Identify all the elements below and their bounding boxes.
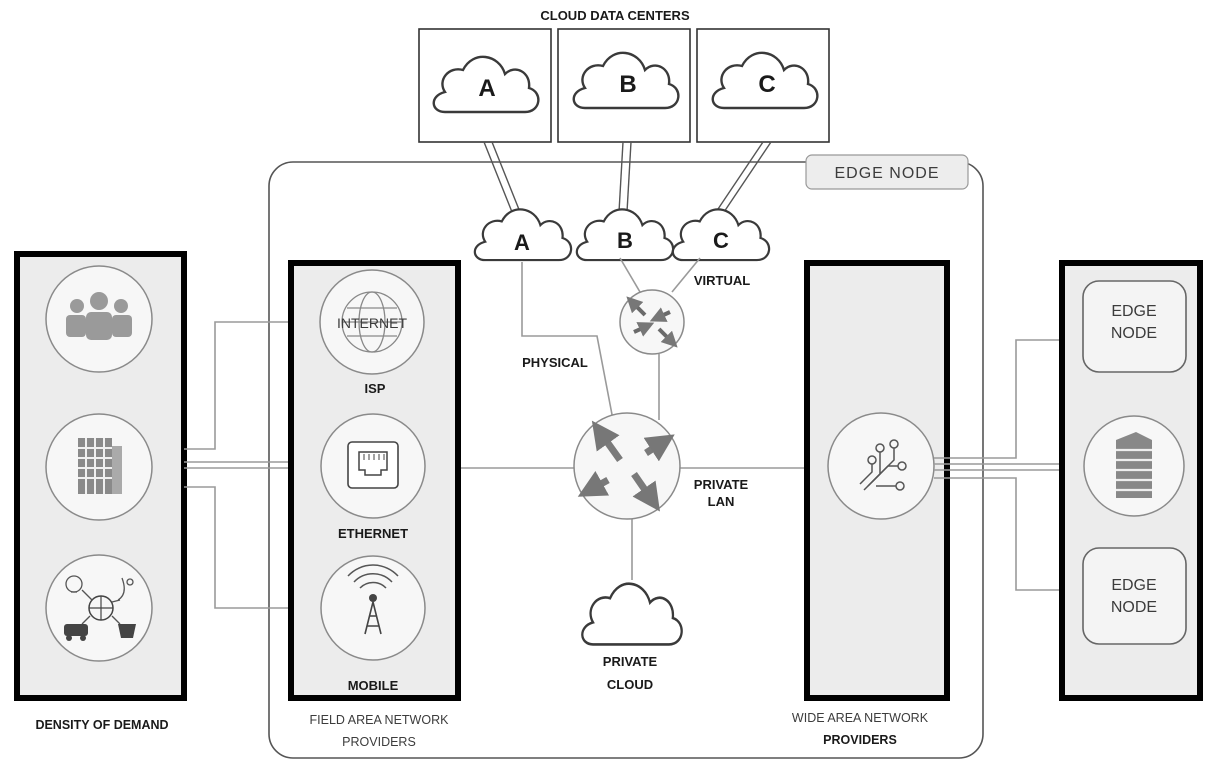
- edge-node-bottom-label-2: NODE: [1111, 599, 1157, 616]
- internet-icon-text: INTERNET: [337, 315, 407, 331]
- cell-tower-icon: [320, 555, 426, 661]
- cloud-data-centers-title: CLOUD DATA CENTERS: [540, 8, 690, 23]
- edge-cloud-a-label: A: [514, 230, 530, 255]
- data-center-a-label: A: [478, 75, 495, 102]
- edge-node-badge-text: EDGE NODE: [834, 165, 939, 182]
- mobile-label: MOBILE: [348, 678, 399, 693]
- isp-label: ISP: [365, 381, 386, 396]
- data-center-b: B: [557, 28, 691, 143]
- people-icon: [45, 265, 153, 373]
- private-lan-label-2: LAN: [708, 494, 735, 509]
- internet-globe-icon: INTERNET: [319, 269, 425, 375]
- edge-cloud-a: A: [473, 208, 573, 262]
- edge-node-bottom-label-1: EDGE: [1111, 577, 1156, 594]
- ethernet-port-icon: [320, 413, 426, 519]
- field-area-caption-2: PROVIDERS: [342, 735, 416, 749]
- virtual-label: VIRTUAL: [694, 273, 750, 288]
- data-center-a: A: [418, 28, 552, 143]
- physical-label: PHYSICAL: [522, 355, 588, 370]
- edge-node-bottom: EDGE NODE: [1082, 547, 1187, 645]
- office-tower-icon: [1083, 415, 1185, 517]
- datacenter-links: [483, 141, 772, 213]
- density-of-demand-caption: DENSITY OF DEMAND: [35, 718, 168, 732]
- private-cloud-label-1: PRIVATE: [603, 654, 658, 669]
- private-lan-label-1: PRIVATE: [694, 477, 749, 492]
- data-center-b-label: B: [619, 71, 636, 98]
- internal-links: [428, 257, 828, 580]
- edge-node-container: [268, 161, 984, 759]
- data-center-c: C: [696, 28, 830, 143]
- private-cloud: [580, 582, 684, 646]
- edge-cloud-b-label: B: [617, 228, 633, 253]
- circuit-icon: [827, 412, 935, 520]
- iot-devices-icon: [45, 554, 153, 662]
- edge-node-top: EDGE NODE: [1082, 280, 1187, 373]
- field-area-caption-1: FIELD AREA NETWORK: [310, 713, 450, 727]
- edge-cloud-c: C: [671, 208, 771, 262]
- edge-cloud-b: B: [575, 208, 675, 262]
- edge-node-badge: EDGE NODE: [805, 154, 969, 190]
- ethernet-label: ETHERNET: [338, 526, 408, 541]
- wide-area-caption-2: PROVIDERS: [823, 733, 897, 747]
- wan-links: [934, 339, 1082, 591]
- wide-area-caption-1: WIDE AREA NETWORK: [792, 711, 929, 725]
- edge-node-top-label-2: NODE: [1111, 325, 1157, 342]
- data-center-c-label: C: [758, 71, 775, 98]
- edge-node-top-label-1: EDGE: [1111, 303, 1156, 320]
- private-cloud-label-2: CLOUD: [607, 677, 653, 692]
- virtual-router: [619, 289, 685, 355]
- building-icon: [45, 413, 153, 521]
- private-lan-router: [573, 412, 681, 520]
- edge-cloud-c-label: C: [713, 228, 729, 253]
